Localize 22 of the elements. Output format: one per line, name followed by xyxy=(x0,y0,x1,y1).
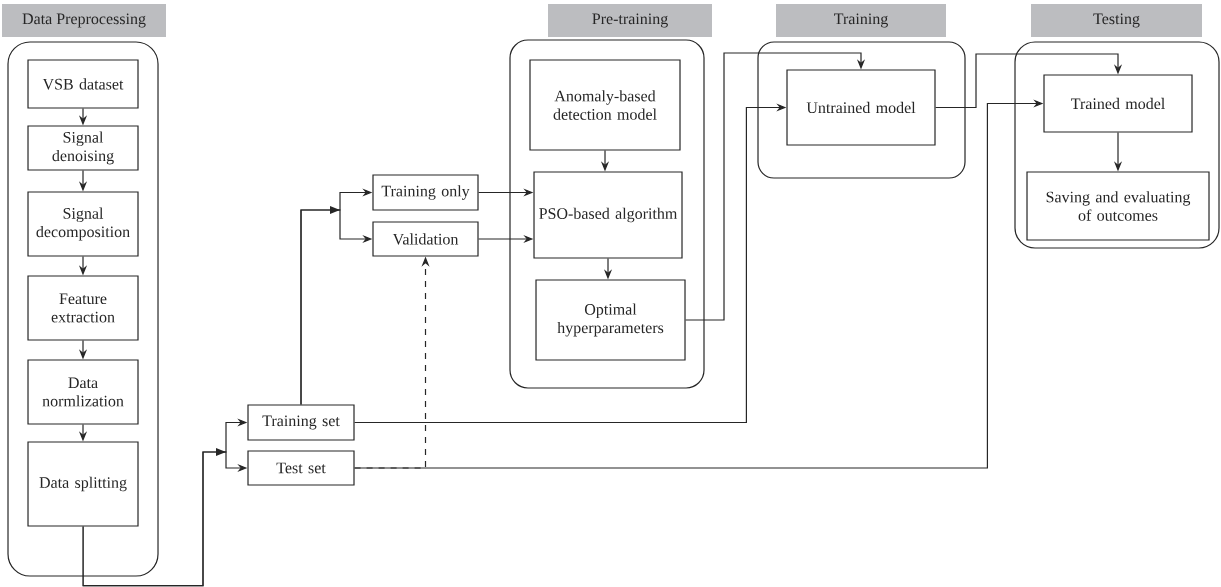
process-box: Feature extraction xyxy=(27,275,139,341)
process-box: Untrained model xyxy=(786,69,936,146)
heading-band: Data Preprocessing xyxy=(2,4,166,37)
process-box: Training set xyxy=(247,404,355,441)
process-box: PSO-based algorithm xyxy=(533,171,683,259)
process-box: Data normlization xyxy=(27,359,139,425)
process-box: VSB dataset xyxy=(27,59,139,109)
heading-band: Testing xyxy=(1031,4,1202,37)
process-box: Anomaly-based detection model xyxy=(529,59,681,151)
process-box: Signal decomposition xyxy=(27,191,139,257)
arrow xyxy=(685,52,866,321)
process-box: Signal denoising xyxy=(27,125,139,171)
process-box: Saving and evaluating of outcomes xyxy=(1026,171,1210,241)
heading-band: Training xyxy=(776,4,946,37)
arrow xyxy=(935,53,1123,109)
process-box: Test set xyxy=(247,450,355,486)
process-box: Validation xyxy=(372,221,479,257)
heading-band: Pre-training xyxy=(548,4,712,37)
process-box: Data splitting xyxy=(27,441,139,527)
process-box: Training only xyxy=(372,174,479,211)
process-box: Trained model xyxy=(1043,74,1193,133)
process-box: Optimal hyperparameters xyxy=(535,279,686,361)
